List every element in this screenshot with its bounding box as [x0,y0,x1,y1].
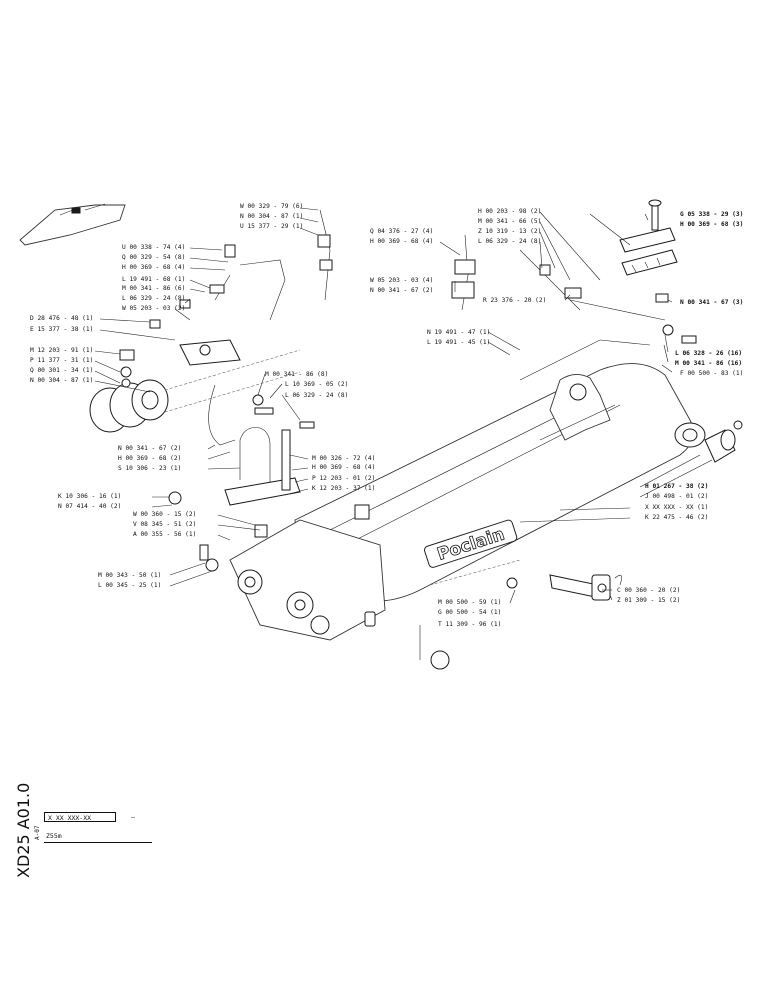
callout-label: N 00 341 - 67 (2) [370,287,433,294]
sheet-sub-code: A-07 [34,825,41,840]
callout-label: N 00 341 - 67 (3) [680,299,743,306]
callout-label: L 06 328 - 26 (16) [675,350,742,357]
callout-label: M 00 341 - 86 (6) [122,285,185,292]
callout-label: Q 00 329 - 54 (8) [122,254,185,261]
callout-label: M 00 343 - 50 (1) [98,572,161,579]
callout-label: T 11 309 - 96 (1) [438,621,501,628]
callout-label: D 28 476 - 48 (1) [30,315,93,322]
callout-label: L 06 329 - 24 (8) [285,392,348,399]
callout-label: L 06 329 - 24 (8) [478,238,541,245]
callout-label: M 00 341 - 86 (16) [675,360,742,367]
callout-label: N 07 414 - 40 (2) [58,503,121,510]
callout-label: N 19 491 - 47 (1) [427,329,490,336]
callout-label: H 00 369 - 68 (3) [680,221,743,228]
callout-label: Z 10 319 - 13 (2) [478,228,541,235]
callout-label: L 19 491 - 68 (1) [122,276,185,283]
callout-label: M 00 341 - 66 (5) [478,218,541,225]
u-bolt-assembly [168,394,370,572]
callout-label: L 19 491 - 45 (1) [427,339,490,346]
callout-label: U 15 377 - 29 (1) [240,223,303,230]
callout-labels: W 00 329 - 79 (6) N 00 304 - 87 (1) U 15… [30,203,743,628]
callout-label: X XX XXX - XX (1) [645,504,708,511]
callout-label: Z 01 309 - 15 (2) [617,597,680,604]
hose-clamp-assembly [119,209,333,446]
callout-label: H 00 203 - 98 (2) [478,208,541,215]
callout-label: V 08 345 - 51 (2) [133,521,196,528]
callout-label: H 01 267 - 38 (2) [645,483,708,490]
reference-code: X XX XXX-XX [48,814,92,822]
callout-label: M 00 326 - 72 (4) [312,455,375,462]
clamp-blocks [619,199,697,344]
boom-body [229,339,743,670]
callout-label: U 00 338 - 74 (4) [122,244,185,251]
callout-label: W 00 360 - 15 (2) [133,511,196,518]
callout-label: F 00 500 - 83 (1) [680,370,743,377]
callout-label: G 05 338 - 29 (3) [680,211,743,218]
callout-label: H 00 369 - 68 (4) [370,238,433,245]
callout-label: K 22 475 - 46 (2) [645,514,708,521]
callout-label: S 10 306 - 23 (1) [118,465,181,472]
callout-label: N 00 304 - 87 (1) [30,377,93,384]
leader-lines [94,207,713,660]
callout-label: Q 04 376 - 27 (4) [370,228,433,235]
callout-label: K 12 203 - 37 (1) [312,485,375,492]
callout-label: E 15 377 - 38 (1) [30,326,93,333]
fitting-stack [451,234,666,321]
callout-label: M 12 203 - 91 (1) [30,347,93,354]
sheet-code-text: XD25 A01.0 [14,783,33,878]
sheet-sub-code-text: A-07 [34,825,41,840]
callout-label: N 00 304 - 87 (1) [240,213,303,220]
sheet-code: XD25 A01.0 [14,783,33,878]
tonnage-label: Z55m [46,832,62,840]
callout-label: A 00 355 - 56 (1) [133,531,196,538]
callout-label: P 11 377 - 31 (1) [30,357,93,364]
callout-label: M 00 500 - 59 (1) [438,599,501,606]
callout-label: L 10 369 - 05 (2) [285,381,348,388]
reference-dash: — [131,813,135,821]
callout-label: J 00 498 - 01 (2) [645,493,708,500]
divider [44,842,152,843]
callout-label: H 00 369 - 68 (2) [118,455,181,462]
callout-label: M 00 341 - 86 (8) [265,371,328,378]
callout-label: W 05 203 - 03 (4) [370,277,433,284]
callout-label: H 00 369 - 68 (4) [312,464,375,471]
reference-box: X XX XXX-XX [44,812,116,822]
callout-label: H 00 369 - 68 (4) [122,264,185,271]
bucket-sketch [19,203,126,246]
callout-label: W 00 329 - 79 (6) [240,203,303,210]
callout-label: R 23 376 - 20 (2) [483,297,546,304]
callout-label: G 00 500 - 54 (1) [438,609,501,616]
callout-label: C 00 360 - 20 (2) [617,587,680,594]
callout-label: W 05 203 - 03 (2) [122,305,185,312]
callout-label: K 10 306 - 16 (1) [58,493,121,500]
callout-label: Q 00 301 - 34 (1) [30,367,93,374]
callout-label: L 06 329 - 24 (8) [122,295,185,302]
callout-label: P 12 203 - 01 (2) [312,475,375,482]
callout-label: N 00 341 - 67 (2) [118,445,181,452]
callout-label: L 00 345 - 25 (1) [98,582,161,589]
